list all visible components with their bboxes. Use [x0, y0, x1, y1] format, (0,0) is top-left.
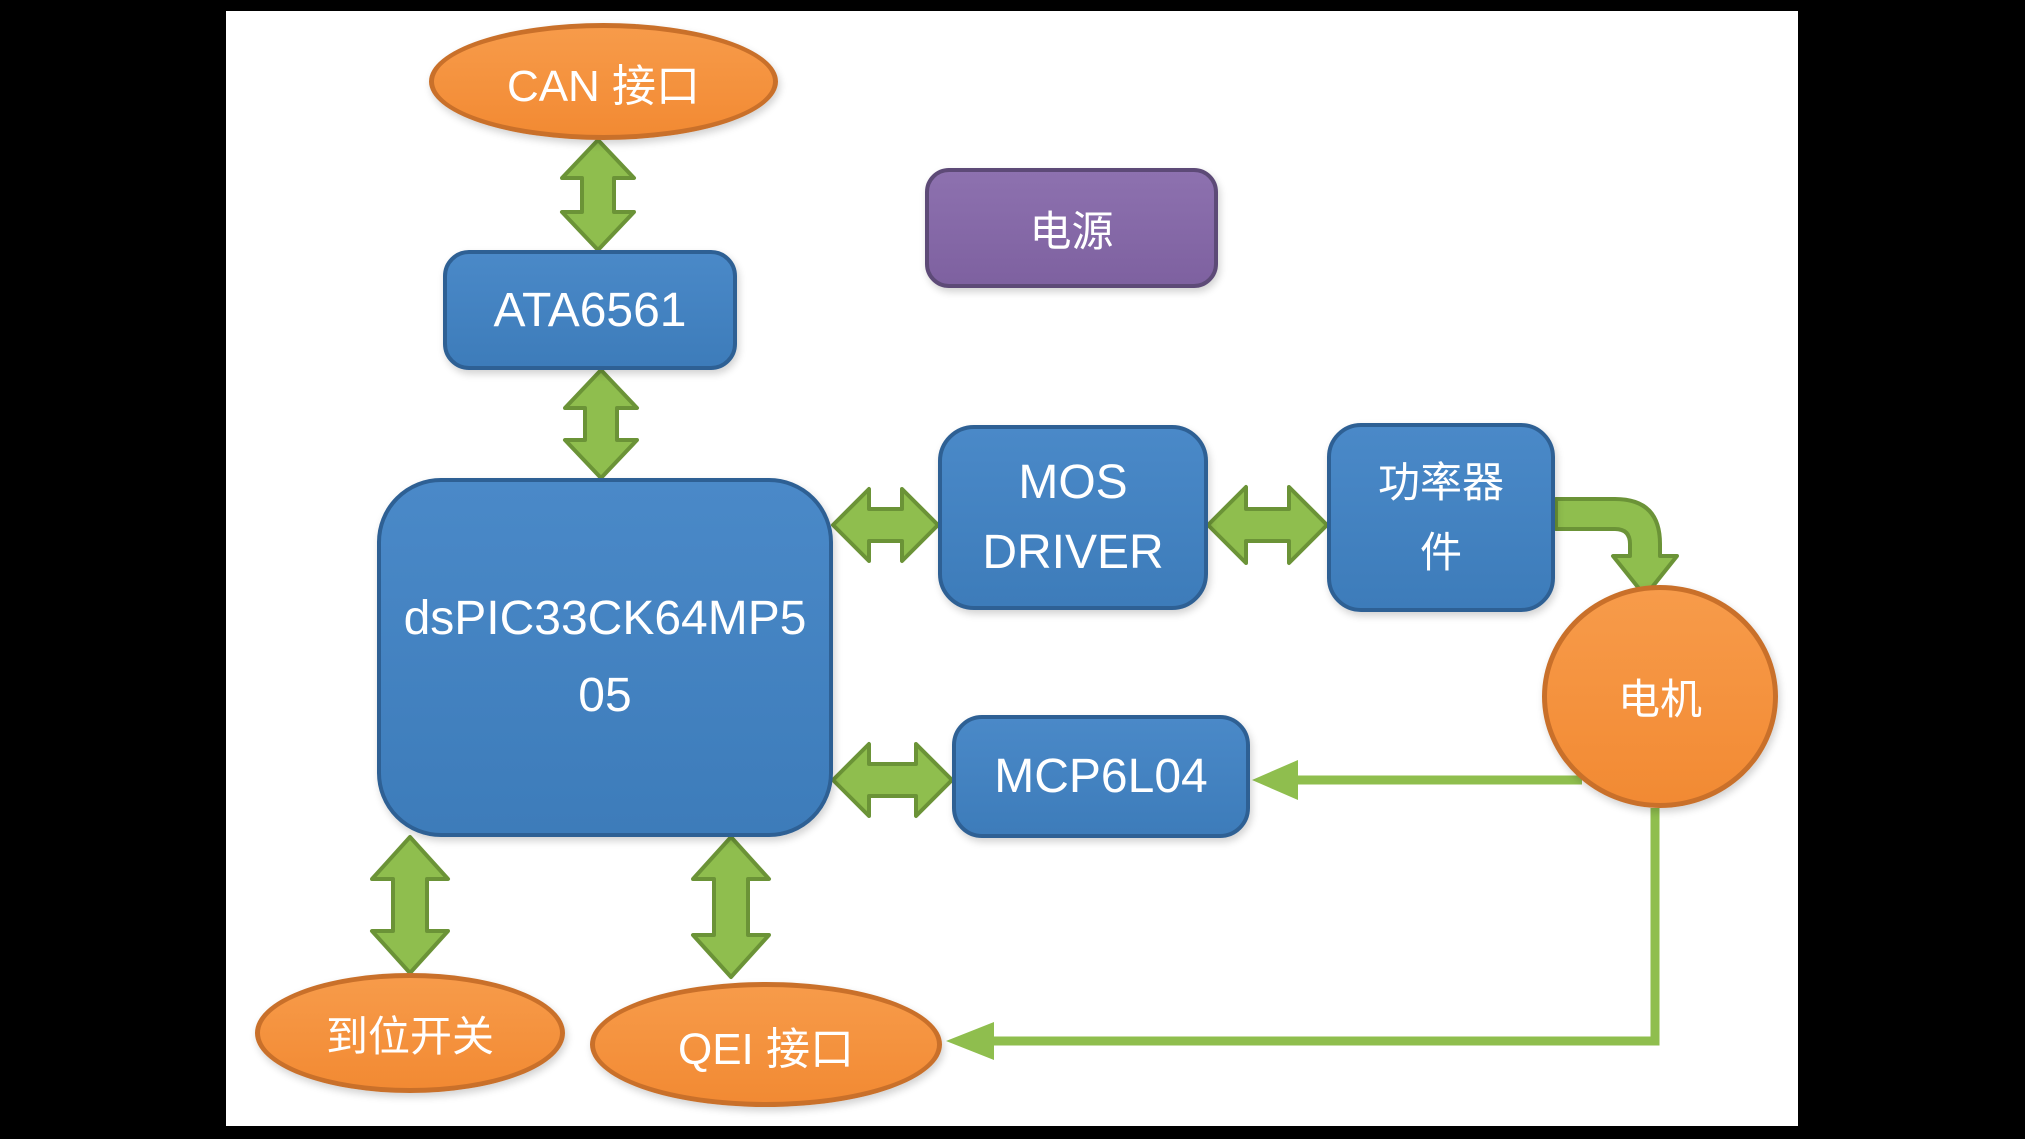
- node-power-devices-label-line2: 件: [1419, 528, 1462, 576]
- node-limit-switch: 到位开关: [255, 973, 565, 1093]
- node-mos-driver-label-line2: DRIVER: [982, 525, 1164, 579]
- node-qei-interface-label: QEI 接口: [677, 1024, 855, 1074]
- node-motor: 电机: [1542, 585, 1778, 808]
- node-power-devices-label-line1: 功率器: [1377, 459, 1504, 507]
- node-motor-label: 电机: [1617, 676, 1702, 723]
- node-can-interface-label: CAN 接口: [506, 61, 701, 111]
- arrowhead-into-mcp6l04: [1252, 760, 1298, 800]
- double-arrow-mcu-mosdriver: [831, 487, 940, 563]
- double-arrow-mosdriver-powerdevices: [1206, 485, 1329, 565]
- node-ata6561-label: ATA6561: [493, 283, 687, 337]
- node-mcu-label-line2: 05: [578, 668, 632, 722]
- double-arrow-mcu-mcp6l04: [831, 742, 954, 818]
- arrowhead-into-qei: [946, 1022, 994, 1060]
- node-power-label: 电源: [1029, 207, 1114, 255]
- node-ata6561: ATA6561: [443, 250, 737, 370]
- double-arrow-mcu-qei: [691, 835, 771, 979]
- node-power: 电源: [925, 168, 1218, 288]
- node-mcp6l04: MCP6L04: [952, 715, 1250, 838]
- node-power-devices: 功率器 件: [1327, 423, 1555, 612]
- node-mos-driver: MOS DRIVER: [938, 425, 1208, 610]
- node-mcp6l04-label: MCP6L04: [994, 750, 1208, 803]
- node-mcu-label-line1: dsPIC33CK64MP5: [403, 591, 807, 645]
- line-motor-qei: [992, 808, 1660, 1046]
- node-limit-switch-label: 到位开关: [325, 1012, 494, 1060]
- double-arrow-can-ata6561: [560, 138, 636, 252]
- elbow-arrow-powerdevices-motor: [1554, 497, 1679, 598]
- node-qei-interface: QEI 接口: [590, 982, 942, 1107]
- node-mcu: dsPIC33CK64MP5 05: [377, 478, 833, 837]
- node-mos-driver-label-line1: MOS: [1018, 455, 1128, 509]
- double-arrow-mcu-limitswitch: [370, 835, 450, 975]
- double-arrow-ata6561-mcu: [563, 368, 639, 480]
- slide: CAN 接口 电源 ATA6561 dsPIC33CK64MP5 05 MOS …: [226, 11, 1798, 1126]
- node-can-interface: CAN 接口: [429, 23, 778, 140]
